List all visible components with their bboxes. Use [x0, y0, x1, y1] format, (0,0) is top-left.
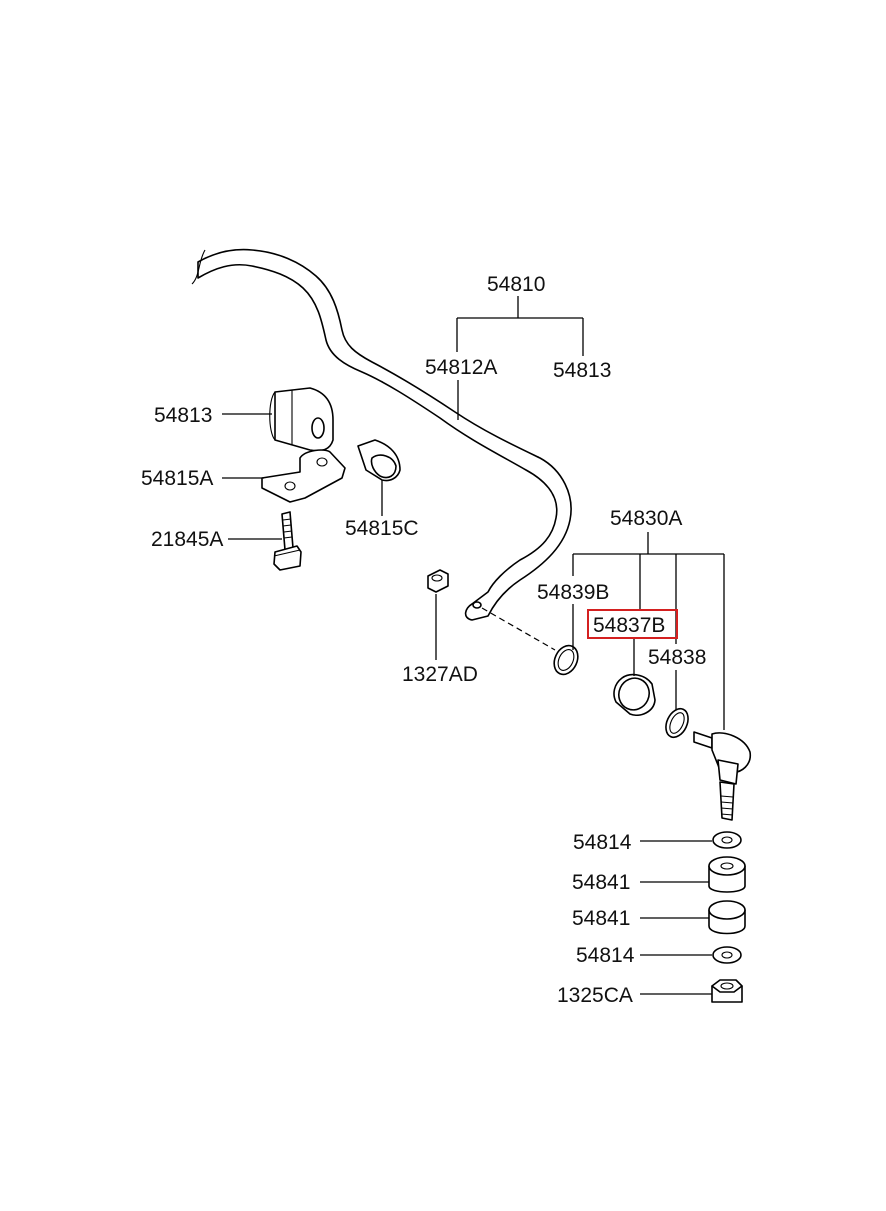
label-54837B[interactable]: 54837B — [593, 614, 665, 637]
label-54813-left[interactable]: 54813 — [154, 404, 212, 427]
bushing-54841-upper — [708, 856, 746, 893]
part-labels: 54810 54812A 54813 54813 54815A 54815C 2… — [141, 273, 706, 1007]
label-54810[interactable]: 54810 — [487, 273, 545, 296]
label-54830A[interactable]: 54830A — [610, 507, 682, 530]
label-54814-upper[interactable]: 54814 — [573, 831, 632, 854]
washer-54838 — [665, 707, 689, 739]
label-54841-upper[interactable]: 54841 — [572, 871, 630, 894]
bracket-54815A — [261, 449, 346, 503]
nut-1327AD — [427, 569, 449, 593]
bushing-54815C — [357, 439, 401, 482]
label-54814-lower[interactable]: 54814 — [576, 944, 635, 967]
label-1325CA[interactable]: 1325CA — [557, 984, 633, 1007]
label-54813-top[interactable]: 54813 — [553, 359, 611, 382]
label-21845A[interactable]: 21845A — [151, 528, 223, 551]
stabilizer-bar — [191, 248, 572, 621]
label-54812A[interactable]: 54812A — [425, 356, 497, 379]
washer-54839B — [553, 644, 579, 676]
washer-54814-lower — [712, 946, 742, 964]
bushing-54813 — [269, 387, 334, 452]
assembly-line — [481, 607, 556, 651]
label-1327AD[interactable]: 1327AD — [402, 663, 478, 686]
bushing-54841-lower — [708, 900, 746, 935]
bolt-21845A — [273, 511, 302, 571]
label-54815A[interactable]: 54815A — [141, 467, 213, 490]
stabilizer-link — [693, 731, 752, 821]
highlight-box-54837B — [587, 609, 678, 639]
label-54839B[interactable]: 54839B — [537, 581, 609, 604]
nut-1325CA — [711, 979, 743, 1003]
bushing-54837B — [613, 673, 656, 716]
label-54841-lower[interactable]: 54841 — [572, 907, 630, 930]
washer-54814-upper — [712, 831, 742, 849]
label-54838[interactable]: 54838 — [648, 646, 706, 669]
label-54815C[interactable]: 54815C — [345, 517, 419, 540]
leader-lines — [222, 296, 725, 995]
